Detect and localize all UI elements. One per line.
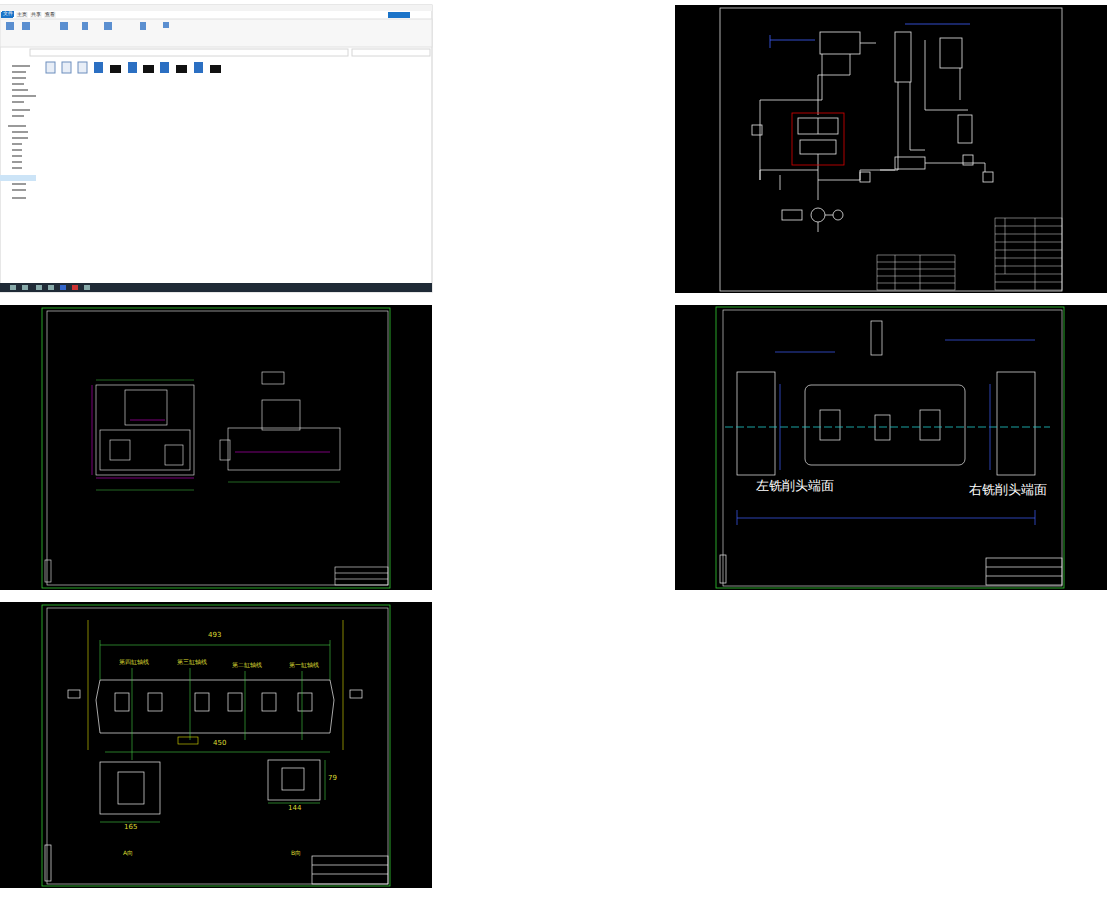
milling-layout: [675, 305, 1107, 590]
view-label: B向: [290, 850, 302, 857]
menu-tab: 共享: [30, 12, 42, 18]
dimension: 144: [287, 805, 302, 813]
axis-label: 第四缸轴线: [118, 659, 150, 666]
axis-label: 第二缸轴线: [231, 662, 263, 669]
explorer-window: [0, 5, 432, 292]
dimension: 165: [123, 824, 138, 832]
dimension: 79: [327, 775, 338, 783]
menu-tab: 文件: [2, 11, 14, 17]
dimension: 450: [212, 740, 227, 748]
dimension: 493: [207, 632, 222, 640]
menu-tab: 查看: [44, 12, 56, 18]
menu-tab: 主页: [16, 12, 28, 18]
end-face-label: 左铣削头端面: [755, 479, 835, 493]
axis-label: 第三缸轴线: [176, 659, 208, 666]
axis-label: 第一缸轴线: [288, 662, 320, 669]
cylinder-head-drawing: [0, 602, 432, 888]
end-face-label: 右铣削头端面: [968, 483, 1048, 497]
hydraulic-schematic: [675, 5, 1107, 293]
view-label: A向: [122, 850, 134, 857]
assembly-drawing: [0, 305, 432, 590]
